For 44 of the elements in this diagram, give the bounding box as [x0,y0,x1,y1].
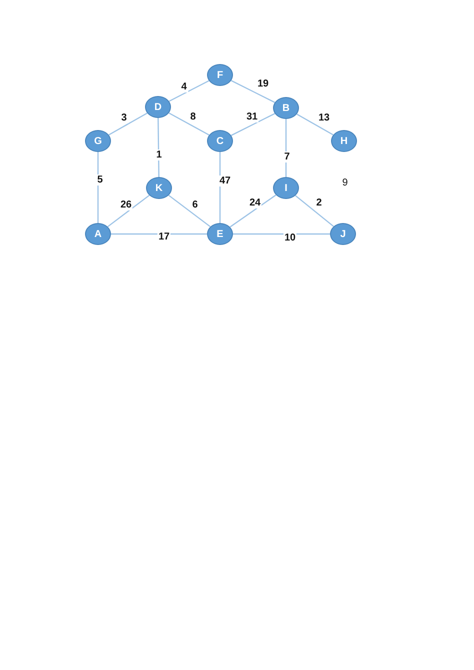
connector-line [168,194,211,228]
graph-vertex: I [273,177,299,199]
edge-label: 10 [283,232,297,244]
edge-label: 6 [191,200,199,210]
graph-vertex: G [85,130,111,152]
edge-label: 3 [120,112,128,124]
connector-line [219,152,221,223]
edge-label: 17 [157,232,171,242]
graph-vertex: D [145,96,171,118]
connector-line [168,112,210,136]
connector-line [230,113,276,136]
graph-vertex: F [207,64,233,86]
graph-vertex: C [207,130,233,152]
edge-label: 26 [119,200,133,210]
edge-label: 19 [256,78,270,90]
connector-line [168,80,210,102]
edge-label: 2 [315,198,323,208]
edge-label: 1 [155,150,163,160]
connector-line [285,119,287,177]
connector-line [97,152,99,223]
graph-vertex: E [207,223,233,245]
connector-line [107,194,150,228]
graph-vertex: A [85,223,111,245]
edge-label: 7 [283,152,291,162]
edge-label: 47 [218,176,232,186]
connector-line [295,195,334,227]
connector-line [111,233,207,235]
graph-vertex: H [331,130,357,152]
edge-label: 31 [245,112,259,122]
connector-line [230,80,276,103]
connector-line [108,112,148,136]
graph-vertex: K [146,177,172,199]
edge-label: 13 [317,112,331,124]
graph-vertex: B [273,97,299,119]
edge-label: 5 [96,174,104,186]
connector-line [296,114,334,136]
connector-line [158,118,160,177]
edge-label: 4 [180,82,188,92]
weight-label: 9 [341,178,349,188]
edge-label: 8 [189,112,197,122]
graph-vertex: J [330,223,356,245]
edge-label: 24 [248,198,262,208]
connector-line [230,194,276,228]
connector-line [233,233,330,235]
